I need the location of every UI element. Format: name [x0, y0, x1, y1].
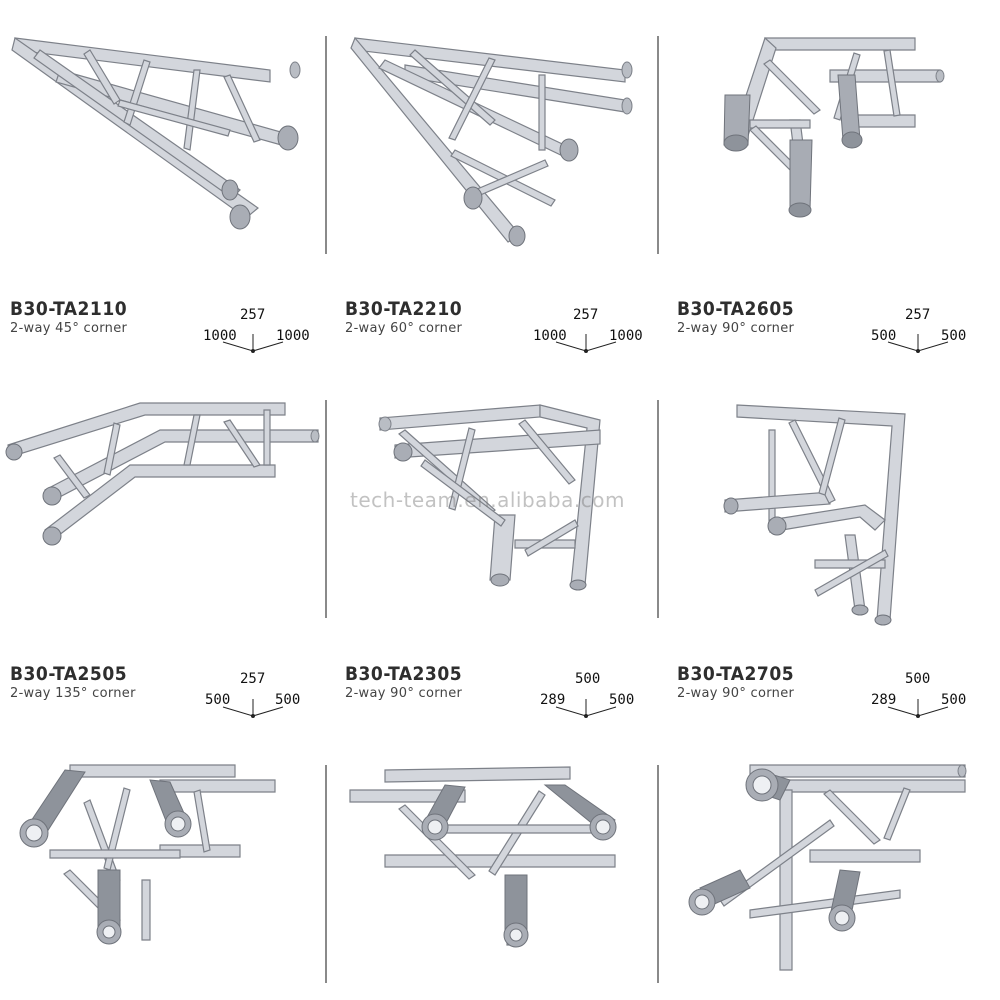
- column-separator: [657, 36, 659, 254]
- dimension-right: 500: [941, 328, 967, 344]
- product-code: B30-TA2305: [345, 663, 463, 685]
- product-code: B30-TA2505: [10, 663, 128, 685]
- dimension-left: 289: [871, 692, 897, 708]
- dimension-left: 500: [871, 328, 897, 344]
- column-separator: [657, 765, 659, 983]
- product-code: B30-TA2210: [345, 298, 463, 320]
- column-separator: [325, 36, 327, 254]
- dimension-diagram: [555, 699, 617, 718]
- dimension-left: 500: [205, 692, 231, 708]
- product-description: 2-way 90° corner: [677, 686, 795, 701]
- product-code: B30-TA2705: [677, 663, 795, 685]
- column-separator: [325, 400, 327, 618]
- product-description: 2-way 135° corner: [10, 686, 136, 701]
- dimension-diagram: [887, 699, 949, 718]
- truss-image-90-corner: [378, 404, 601, 591]
- truss-image-135-corner: [5, 402, 320, 546]
- dimension-diagram: [887, 334, 949, 353]
- dimension-left: 1000: [533, 328, 567, 344]
- dimension-top: 257: [240, 671, 266, 687]
- dimension-diagram: [555, 334, 617, 353]
- dimension-right: 500: [275, 692, 301, 708]
- dimension-right: 500: [941, 692, 967, 708]
- truss-image-3way-corner: [688, 764, 967, 971]
- column-separator: [657, 400, 659, 618]
- truss-image-90-corner: [723, 404, 906, 626]
- dimension-top: 257: [905, 307, 931, 323]
- product-code: B30-TA2110: [10, 298, 128, 320]
- truss-image-60-corner: [350, 36, 633, 247]
- dimension-left: 1000: [203, 328, 237, 344]
- watermark: tech-team.en.alibaba.com: [350, 488, 625, 512]
- truss-image-3way-corner: [19, 764, 276, 945]
- truss-image-90-corner: [723, 36, 945, 218]
- product-description: 2-way 90° corner: [677, 321, 795, 336]
- product-description: 2-way 90° corner: [345, 686, 463, 701]
- product-description: 2-way 45° corner: [10, 321, 128, 336]
- dimension-top: 500: [905, 671, 931, 687]
- dimension-top: 257: [240, 307, 266, 323]
- dimension-left: 289: [540, 692, 566, 708]
- truss-image-45-corner: [11, 37, 301, 230]
- dimension-diagram: [222, 699, 284, 718]
- column-separator: [325, 765, 327, 983]
- product-code: B30-TA2605: [677, 298, 795, 320]
- dimension-right: 500: [609, 692, 635, 708]
- dimension-right: 1000: [609, 328, 643, 344]
- product-description: 2-way 60° corner: [345, 321, 463, 336]
- dimension-diagram: [222, 334, 284, 353]
- dimension-right: 1000: [276, 328, 310, 344]
- truss-image-3way-t: [349, 766, 617, 948]
- dimension-top: 257: [573, 307, 599, 323]
- dimension-top: 500: [575, 671, 601, 687]
